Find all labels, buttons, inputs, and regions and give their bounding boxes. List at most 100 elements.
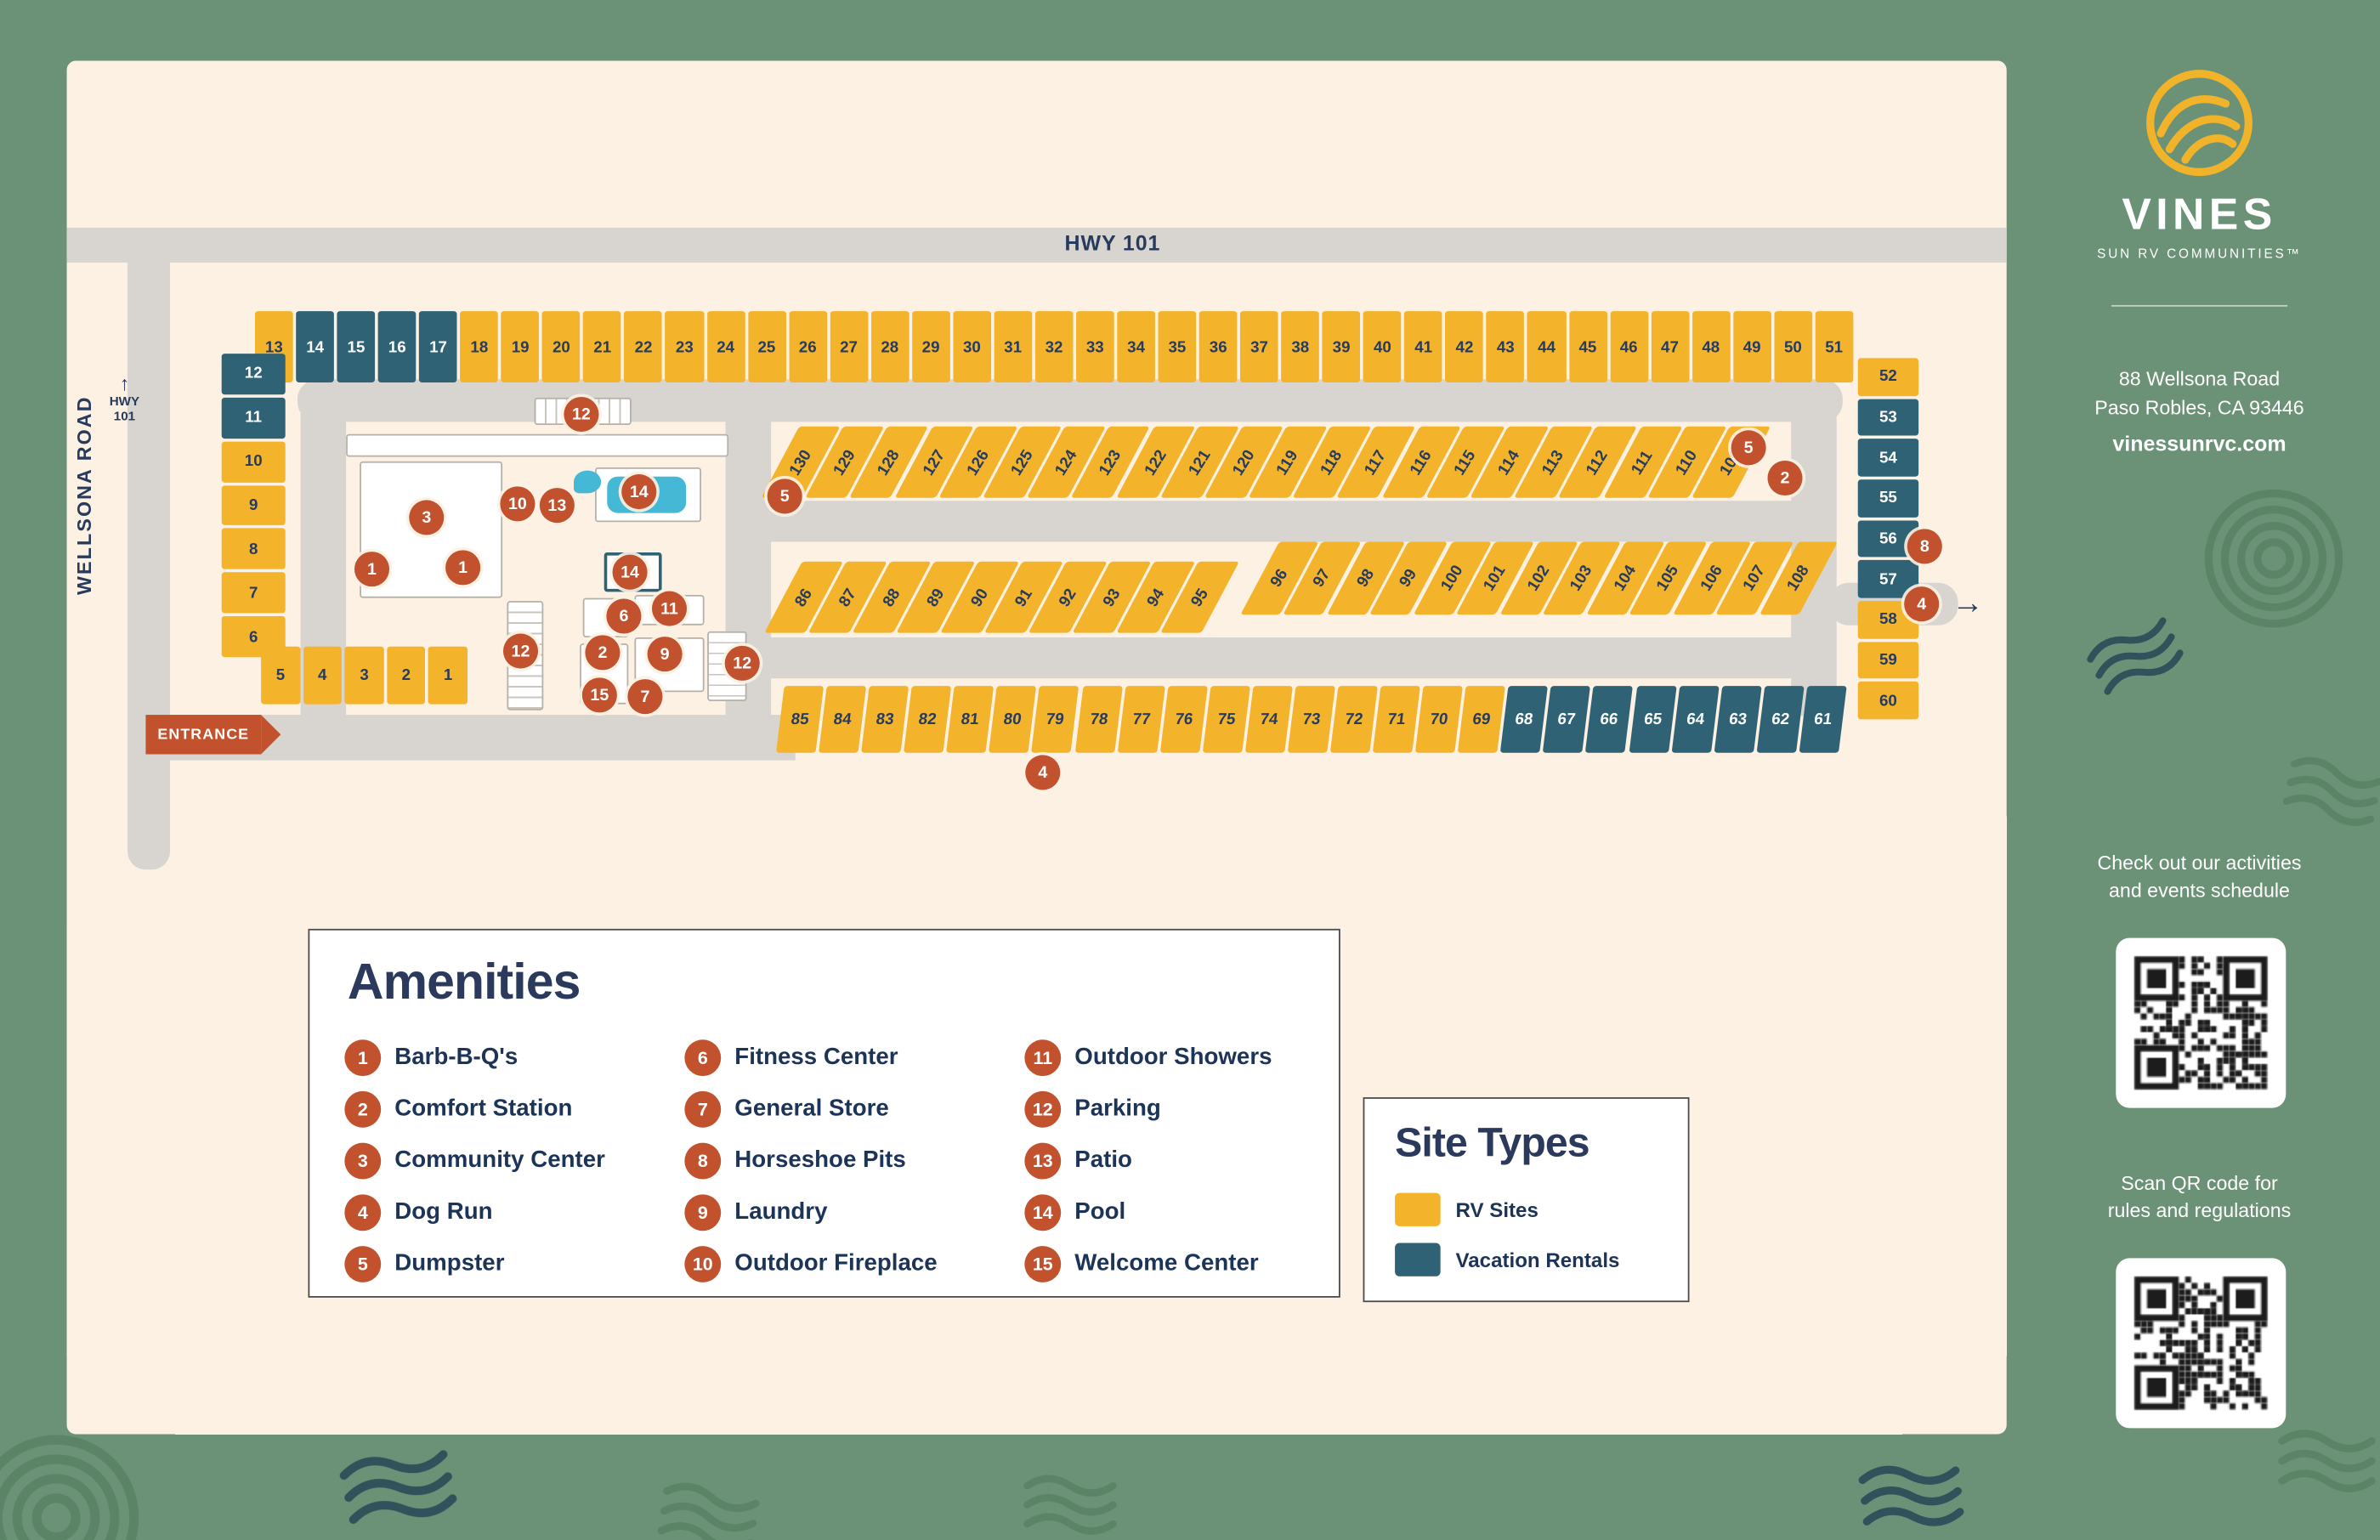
amenity-marker: 14: [621, 474, 657, 510]
amenity-legend-item: 5 Dumpster: [344, 1246, 684, 1282]
amenity-marker: 14: [612, 554, 648, 590]
site-type-swatch: [1395, 1243, 1441, 1277]
site-cell: 24: [706, 311, 745, 382]
amenities-legend: Amenities 1 Barb-B-Q's 2 Comfort Station…: [308, 928, 1340, 1298]
site-types-legend: Site Types RV Sites Vacation Rentals: [1363, 1097, 1690, 1303]
decorative-swirl: [0, 1435, 139, 1540]
wellsona-road-label: WELLSONA ROAD: [72, 395, 96, 595]
decorative-waves: [1858, 1465, 1964, 1526]
site-cell: 3: [344, 646, 384, 705]
hwy-101-label: HWY 101: [1064, 230, 1161, 255]
amenities-title: Amenities: [347, 953, 581, 1010]
site-cell: 4: [303, 646, 343, 705]
site-cell: 50: [1774, 311, 1812, 382]
site-cell: 12: [221, 354, 286, 395]
site-cell: 72: [1329, 686, 1379, 753]
site-cell: 14: [296, 311, 335, 382]
site-cell: 62: [1756, 686, 1805, 753]
brand-tagline: SUN RV COMMUNITIES™: [2097, 246, 2302, 262]
site-type-label: Vacation Rentals: [1455, 1248, 1620, 1271]
website-link: vinessunrvc.com: [2112, 430, 2286, 456]
spa-water: [573, 470, 602, 494]
amenity-label: Welcome Center: [1074, 1250, 1259, 1277]
decorative-waves: [2282, 756, 2380, 826]
amenity-label: Comfort Station: [394, 1096, 573, 1122]
site-types-list: RV Sites Vacation Rentals: [1395, 1192, 1620, 1277]
decorative-waves: [2278, 1430, 2376, 1492]
exit-arrow-icon: →: [1952, 586, 1984, 621]
amenity-marker: 12: [564, 396, 599, 433]
amenity-legend-item: 13 Patio: [1024, 1142, 1364, 1180]
amenity-legend-item: 4 Dog Run: [344, 1194, 684, 1231]
amenity-marker: 4: [1904, 586, 1940, 622]
site-cell: 36: [1198, 311, 1238, 382]
amenity-label: Laundry: [734, 1198, 828, 1226]
amenity-marker: 1: [445, 550, 481, 586]
site-cell: 26: [788, 311, 827, 382]
hwy-101-small-label: ↑ HWY 101: [103, 373, 145, 424]
amenity-number-badge: 3: [344, 1142, 382, 1180]
site-type-label: RV Sites: [1455, 1197, 1538, 1221]
decorative-waves: [2087, 617, 2184, 695]
amenity-legend-item: 6 Fitness Center: [684, 1039, 1024, 1077]
site-cell: 23: [665, 311, 704, 382]
site-cell: 28: [870, 311, 910, 382]
site-cell: 65: [1628, 686, 1677, 753]
road-loop-central: [725, 391, 772, 761]
amenity-marker: 1: [354, 552, 390, 587]
site-cell: 69: [1458, 686, 1506, 753]
site-cell: 44: [1527, 311, 1566, 382]
amenity-marker: 12: [502, 633, 539, 669]
road-loop-top: [297, 379, 1843, 422]
site-cell: 19: [501, 311, 540, 382]
qr-code-activities-canvas: [2128, 949, 2274, 1096]
site-cell: 42: [1445, 311, 1484, 382]
site-cell: 25: [747, 311, 786, 382]
rules-note: Scan QR code for rules and regulations: [2107, 1171, 2292, 1221]
amenity-number-badge: 4: [344, 1194, 382, 1231]
amenity-marker: 9: [647, 637, 683, 672]
decorative-waves: [657, 1482, 760, 1540]
amenity-number-badge: 7: [684, 1090, 722, 1128]
site-cell: 15: [337, 311, 376, 382]
amenity-legend-item: 1 Barb-B-Q's: [344, 1039, 684, 1077]
amenity-label: Community Center: [394, 1147, 605, 1174]
site-cell: 21: [583, 311, 622, 382]
brand-name: VINES: [2122, 190, 2277, 241]
site-cell: 20: [542, 311, 581, 382]
site-cell: 16: [377, 311, 416, 382]
decorative-waves: [339, 1450, 457, 1525]
site-cell: 64: [1670, 686, 1720, 753]
site-cell: 45: [1568, 311, 1607, 382]
north-arrow-icon: ↑: [119, 371, 130, 395]
amenity-number-badge: 1: [344, 1039, 382, 1077]
amenity-marker: 2: [585, 635, 620, 671]
amenity-legend-item: 14 Pool: [1024, 1194, 1364, 1231]
amenity-label: Dog Run: [394, 1198, 493, 1226]
site-cell: 32: [1034, 311, 1074, 382]
site-cell: 11: [221, 397, 286, 439]
site-cell: 78: [1074, 686, 1123, 753]
activities-note: Check out our activities and events sche…: [2097, 851, 2302, 901]
site-types-title: Site Types: [1395, 1119, 1590, 1166]
site-cell: 66: [1585, 686, 1634, 753]
amenity-legend-item: 10 Outdoor Fireplace: [684, 1246, 1024, 1282]
amenity-label: Fitness Center: [734, 1044, 898, 1070]
amenity-legend-item: 12 Parking: [1024, 1090, 1364, 1128]
amenity-marker: 3: [409, 500, 445, 535]
site-cell: 2: [386, 646, 426, 705]
site-cell: 43: [1486, 311, 1525, 382]
amenity-number-badge: 8: [684, 1142, 722, 1180]
amenity-marker: 13: [539, 488, 575, 524]
address-block: 88 Wellsona Road Paso Robles, CA 93446 v…: [2058, 365, 2340, 458]
amenity-marker: 7: [627, 679, 663, 715]
road-middle-upper: [746, 501, 1810, 542]
site-cell: 41: [1404, 311, 1443, 382]
